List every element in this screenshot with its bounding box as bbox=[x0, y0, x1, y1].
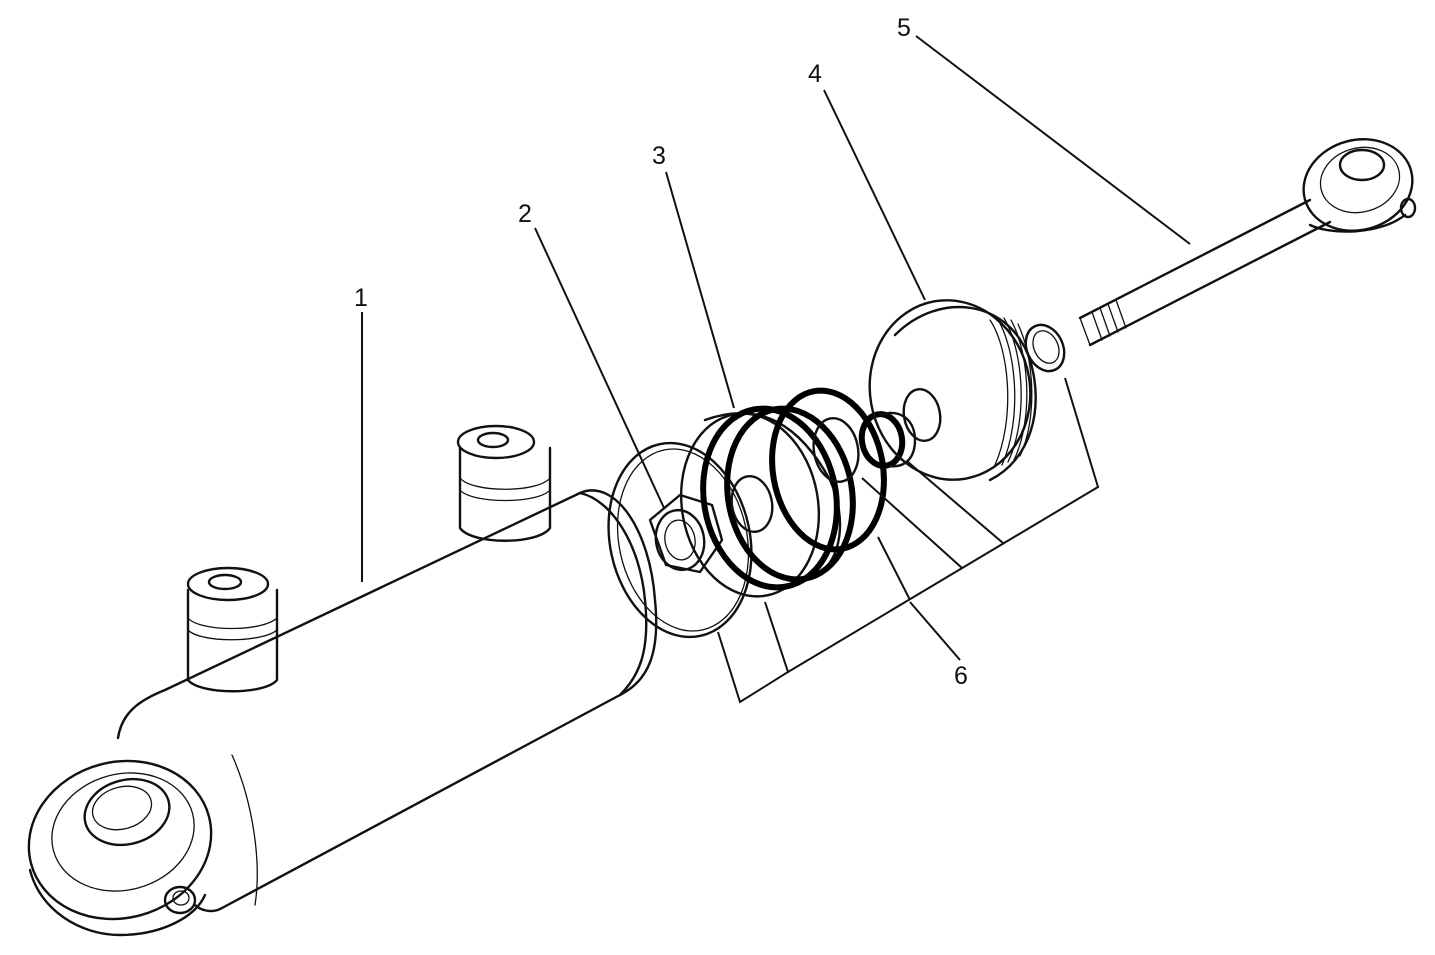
callout-3: 3 bbox=[652, 142, 666, 170]
cylinder-body bbox=[27, 424, 658, 937]
seal-kit-bracket bbox=[717, 377, 1100, 704]
leader-lines bbox=[361, 35, 1191, 661]
piston-rod bbox=[1078, 138, 1417, 347]
callout-2: 2 bbox=[518, 200, 532, 228]
wiper-ring bbox=[1024, 323, 1066, 373]
callout-1: 1 bbox=[354, 284, 368, 312]
piston bbox=[679, 405, 856, 598]
o-ring-large bbox=[607, 441, 753, 639]
callout-6: 6 bbox=[954, 662, 968, 690]
callout-4: 4 bbox=[808, 60, 822, 88]
seal-rings bbox=[769, 387, 917, 553]
callout-5: 5 bbox=[897, 14, 911, 42]
